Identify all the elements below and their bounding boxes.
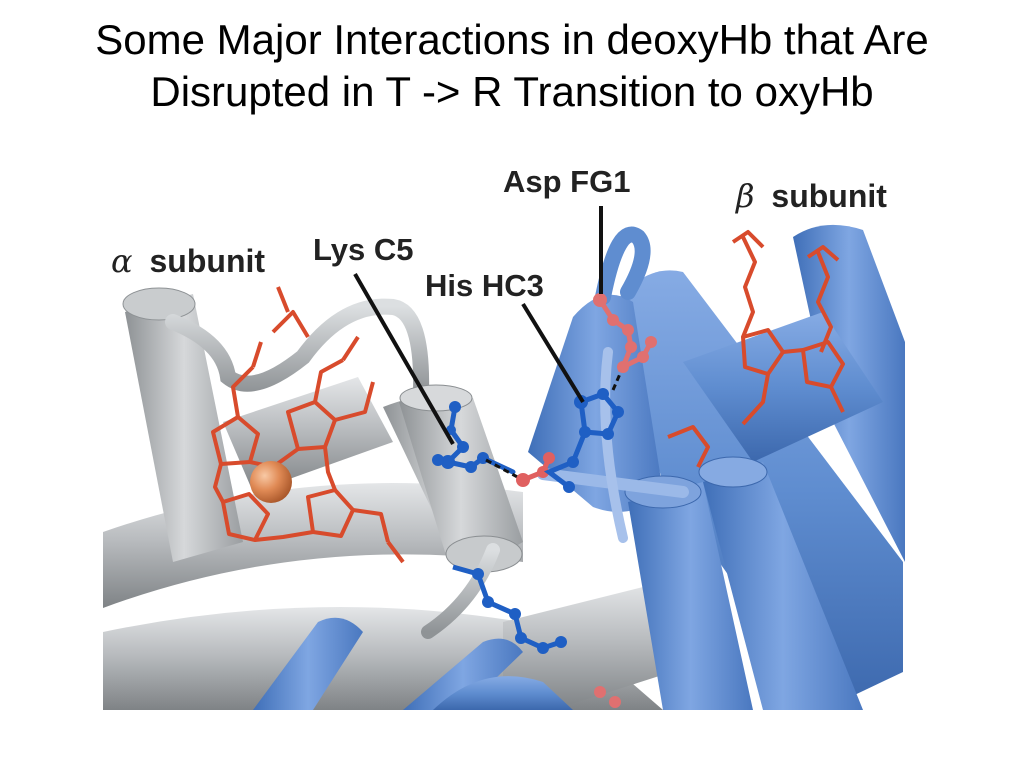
asp-fg1-residue: [593, 293, 657, 373]
hemoglobin-figure: α subunit Lys C5 His HC3 Asp FG1 β subun…: [103, 162, 905, 710]
his-hc3-label: His HC3: [425, 268, 544, 303]
slide-title: Some Major Interactions in deoxyHb that …: [0, 14, 1024, 118]
his-hc3-residue: [544, 388, 624, 493]
beta-subunit-helices: [253, 224, 905, 710]
title-line-2: Disrupted in T -> R Transition to oxyHb: [150, 68, 874, 115]
carboxyl-terminus: [516, 452, 555, 487]
beta-heme: [667, 230, 845, 468]
lower-residue-chain: [452, 564, 567, 654]
asp-fg1-label: Asp FG1: [503, 164, 630, 199]
lys-pointer-line: [353, 273, 455, 445]
title-line-1: Some Major Interactions in deoxyHb that …: [95, 16, 929, 63]
beta-subunit-label: β subunit: [735, 177, 887, 215]
his-pointer-line: [521, 302, 585, 404]
lys-salt-bridge: [485, 458, 524, 482]
iron-atom: [250, 461, 292, 503]
alpha-subunit-label: α subunit: [111, 242, 265, 280]
hemoglobin-diagram: α subunit Lys C5 His HC3 Asp FG1 β subun…: [103, 164, 905, 710]
lys-c5-label: Lys C5: [313, 232, 414, 267]
bottom-red-residue: [594, 686, 621, 708]
